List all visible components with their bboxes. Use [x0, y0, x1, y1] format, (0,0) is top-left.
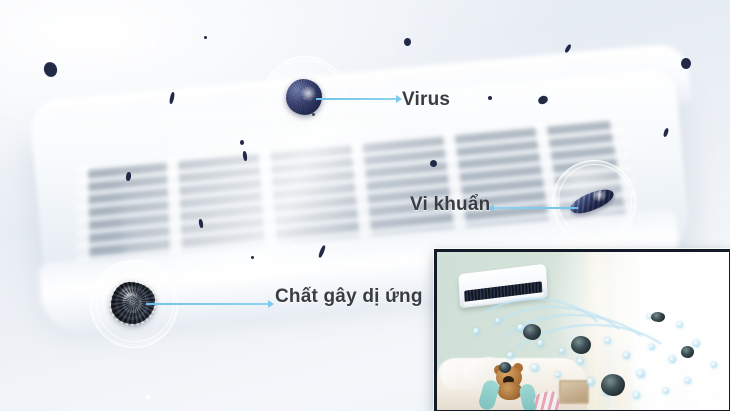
- leader-arrow-allergen: [268, 300, 274, 308]
- inset-germ-particle: [601, 374, 625, 396]
- inset-air-bubble: [633, 392, 640, 399]
- inset-air-bubble: [623, 352, 630, 359]
- callout-label-allergen: Chất gây dị ứng: [275, 286, 423, 308]
- inset-air-bubble: [559, 348, 565, 354]
- airborne-particle: [620, 85, 623, 88]
- airborne-particle: [240, 140, 244, 145]
- inset-air-bubble: [693, 340, 700, 347]
- inset-air-bubble: [507, 352, 514, 359]
- airborne-particle: [430, 160, 437, 167]
- airborne-particle: [292, 245, 295, 248]
- callout-label-bacteria: Vi khuẩn: [410, 194, 490, 216]
- inset-germ-particle: [681, 346, 694, 358]
- inset-germ-particle: [651, 312, 665, 322]
- leader-line-virus: [316, 98, 396, 100]
- inset-air-bubble: [637, 370, 645, 378]
- inset-air-bubble: [587, 378, 595, 386]
- airborne-particle: [251, 256, 254, 259]
- inset-germ-particle: [523, 324, 541, 340]
- inset-air-bubble: [577, 358, 584, 365]
- inset-air-bubble: [649, 344, 655, 350]
- airborne-particle: [681, 58, 691, 69]
- airborne-particle: [204, 36, 207, 39]
- airborne-particle: [146, 395, 150, 399]
- inset-air-bubble: [531, 364, 539, 372]
- inset-germ-particle: [571, 336, 591, 354]
- inset-air-bubble: [605, 338, 611, 344]
- inset-air-bubble: [473, 328, 480, 335]
- airborne-particle: [354, 124, 357, 127]
- callout-label-virus: Virus: [402, 89, 450, 111]
- inset-air-bubble: [669, 356, 676, 363]
- leader-line-bacteria: [493, 207, 578, 209]
- leader-line-allergen: [146, 303, 268, 305]
- inset-room-photo: [434, 249, 730, 411]
- virus-particle: [286, 79, 322, 115]
- teddy-body: [498, 382, 522, 400]
- airborne-particle: [152, 44, 155, 47]
- inset-air-bubble: [685, 378, 691, 384]
- inset-air-bubble: [663, 388, 669, 394]
- inset-air-bubble: [495, 318, 501, 324]
- magnifier-lens-bacteria: [552, 160, 636, 244]
- airborne-particle: [488, 96, 492, 100]
- inset-air-bubble: [677, 322, 683, 328]
- inset-picture-frame: [559, 380, 589, 404]
- inset-air-bubble: [711, 362, 717, 368]
- inset-air-bubble: [555, 372, 561, 378]
- airborne-particle: [404, 38, 411, 46]
- inset-germ-particle: [499, 362, 511, 373]
- inset-air-bubble: [537, 340, 544, 347]
